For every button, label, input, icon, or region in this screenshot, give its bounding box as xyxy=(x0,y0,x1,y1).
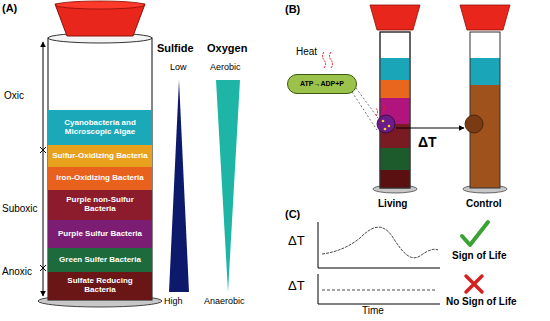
axis-label: Time xyxy=(362,305,384,317)
layer xyxy=(380,148,410,170)
delta-label: ΔT xyxy=(418,134,437,150)
cell-dot xyxy=(384,128,387,131)
gradient-end: High xyxy=(164,296,183,306)
axis-label: ΔT xyxy=(288,279,305,294)
band-text: Sulfate Reducing Bacteria xyxy=(51,277,149,295)
cell-dot xyxy=(388,125,391,128)
heat-waves xyxy=(323,52,333,68)
zone-label: Anoxic xyxy=(2,266,32,278)
band-text: Purple Sulfur Bacteria xyxy=(58,230,142,239)
layer xyxy=(470,58,500,85)
column-label: Control xyxy=(466,198,502,210)
signal-curve xyxy=(322,227,438,258)
sample-circle xyxy=(377,115,395,133)
sample-circle xyxy=(465,115,483,133)
band-text: ATP→ADP+P xyxy=(300,80,344,88)
band-text: Cyanobacteria and Microscopic Algae xyxy=(51,119,149,137)
zone-label: Suboxic xyxy=(2,203,38,215)
result-label: Sign of Life xyxy=(452,250,506,262)
funnel xyxy=(370,5,420,30)
panel-label: (C) xyxy=(285,208,300,221)
layer-band: Sulfur-Oxidizing Bacteria xyxy=(48,145,152,167)
cell-dot xyxy=(382,120,385,123)
axis xyxy=(318,268,440,269)
bacterium-cell: ATP→ADP+P xyxy=(287,74,357,94)
zone-label: Oxic xyxy=(4,90,24,102)
cross-mark xyxy=(466,276,482,292)
oxygen-gradient xyxy=(216,80,240,292)
panel-label: (B) xyxy=(285,3,300,16)
gradient-end: Aerobic xyxy=(210,62,241,72)
heat-waves xyxy=(376,104,385,116)
layer xyxy=(380,58,410,80)
sulfide-gradient xyxy=(169,80,189,292)
axis-label: ΔT xyxy=(288,234,305,249)
gradient-end: Low xyxy=(170,62,187,72)
panel-label: (A) xyxy=(2,2,17,15)
gradient-title: Oxygen xyxy=(207,42,247,55)
layer-band: Cyanobacteria and Microscopic Algae xyxy=(48,110,152,145)
layer-band: Purple Sulfur Bacteria xyxy=(48,220,152,248)
layer xyxy=(380,170,410,188)
zone-tick xyxy=(40,147,46,153)
column-outline xyxy=(470,32,500,188)
zone-bracket xyxy=(43,42,44,296)
layer xyxy=(380,80,410,98)
column-tube xyxy=(380,32,410,188)
axis xyxy=(318,304,440,305)
check-mark xyxy=(462,222,488,245)
band-text: Sulfur-Oxidizing Bacteria xyxy=(52,152,148,161)
layer xyxy=(470,85,500,188)
band-text: Iron-Oxidizing Bacteria xyxy=(56,174,144,183)
heat-label: Heat xyxy=(296,46,317,58)
column-tube xyxy=(48,38,152,300)
axis xyxy=(318,222,319,268)
gradient-title: Sulfide xyxy=(157,42,194,55)
zone-tick xyxy=(40,265,46,271)
gradient-end: Anaerobic xyxy=(204,296,245,306)
layer-band: Green Sulfer Bacteria xyxy=(48,248,152,272)
flat-signal xyxy=(322,290,436,291)
layer-band: Sulfate Reducing Bacteria xyxy=(48,272,152,300)
zoom-line xyxy=(352,92,377,130)
layer-band: Iron-Oxidizing Bacteria xyxy=(48,167,152,190)
column-outline xyxy=(380,32,410,188)
band-text: Purple non-Sulfur Bacteria xyxy=(51,196,149,214)
result-label: No Sign of Life xyxy=(446,296,517,308)
funnel xyxy=(460,5,510,30)
band-text: Green Sulfer Bacteria xyxy=(59,256,141,265)
column-label: Living xyxy=(378,198,407,210)
funnel-top xyxy=(55,1,145,9)
layer-band: Purple non-Sulfur Bacteria xyxy=(48,190,152,220)
axis xyxy=(318,274,319,304)
delta-arrow xyxy=(396,128,464,129)
